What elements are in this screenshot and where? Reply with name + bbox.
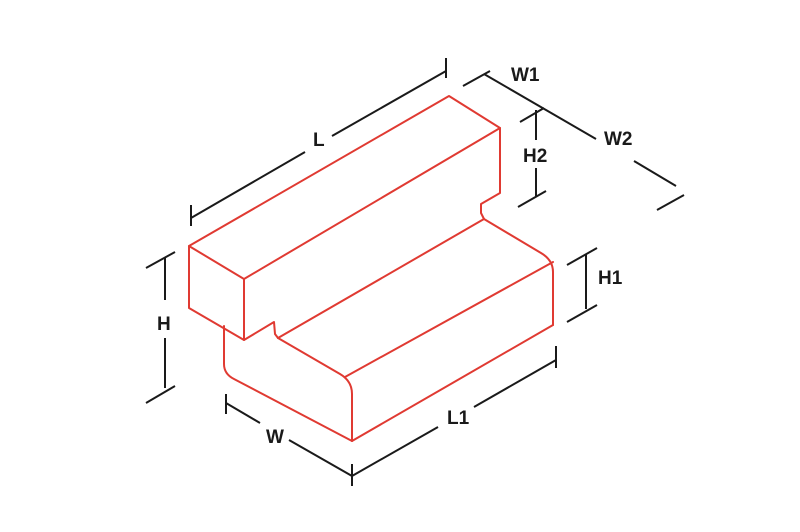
dimension-W1-W2: W1 W2 [462, 65, 685, 211]
label-H2: H2 [523, 146, 547, 167]
label-W: W [266, 427, 284, 448]
dimension-L1: L1 [351, 346, 557, 477]
dimension-H: H [145, 251, 176, 404]
label-L1: L1 [447, 408, 470, 429]
label-L: L [313, 130, 325, 151]
label-H1: H1 [598, 268, 623, 289]
label-H: H [157, 314, 171, 335]
dimension-H2: H2 [517, 110, 547, 208]
lower-block-outline [223, 218, 554, 442]
dimension-W: W [225, 394, 353, 486]
upper-block-outline [188, 95, 501, 341]
dimension-L: L [190, 58, 447, 226]
label-W2: W2 [604, 129, 633, 150]
dimension-H1: H1 [566, 247, 623, 323]
label-W1: W1 [511, 65, 540, 86]
